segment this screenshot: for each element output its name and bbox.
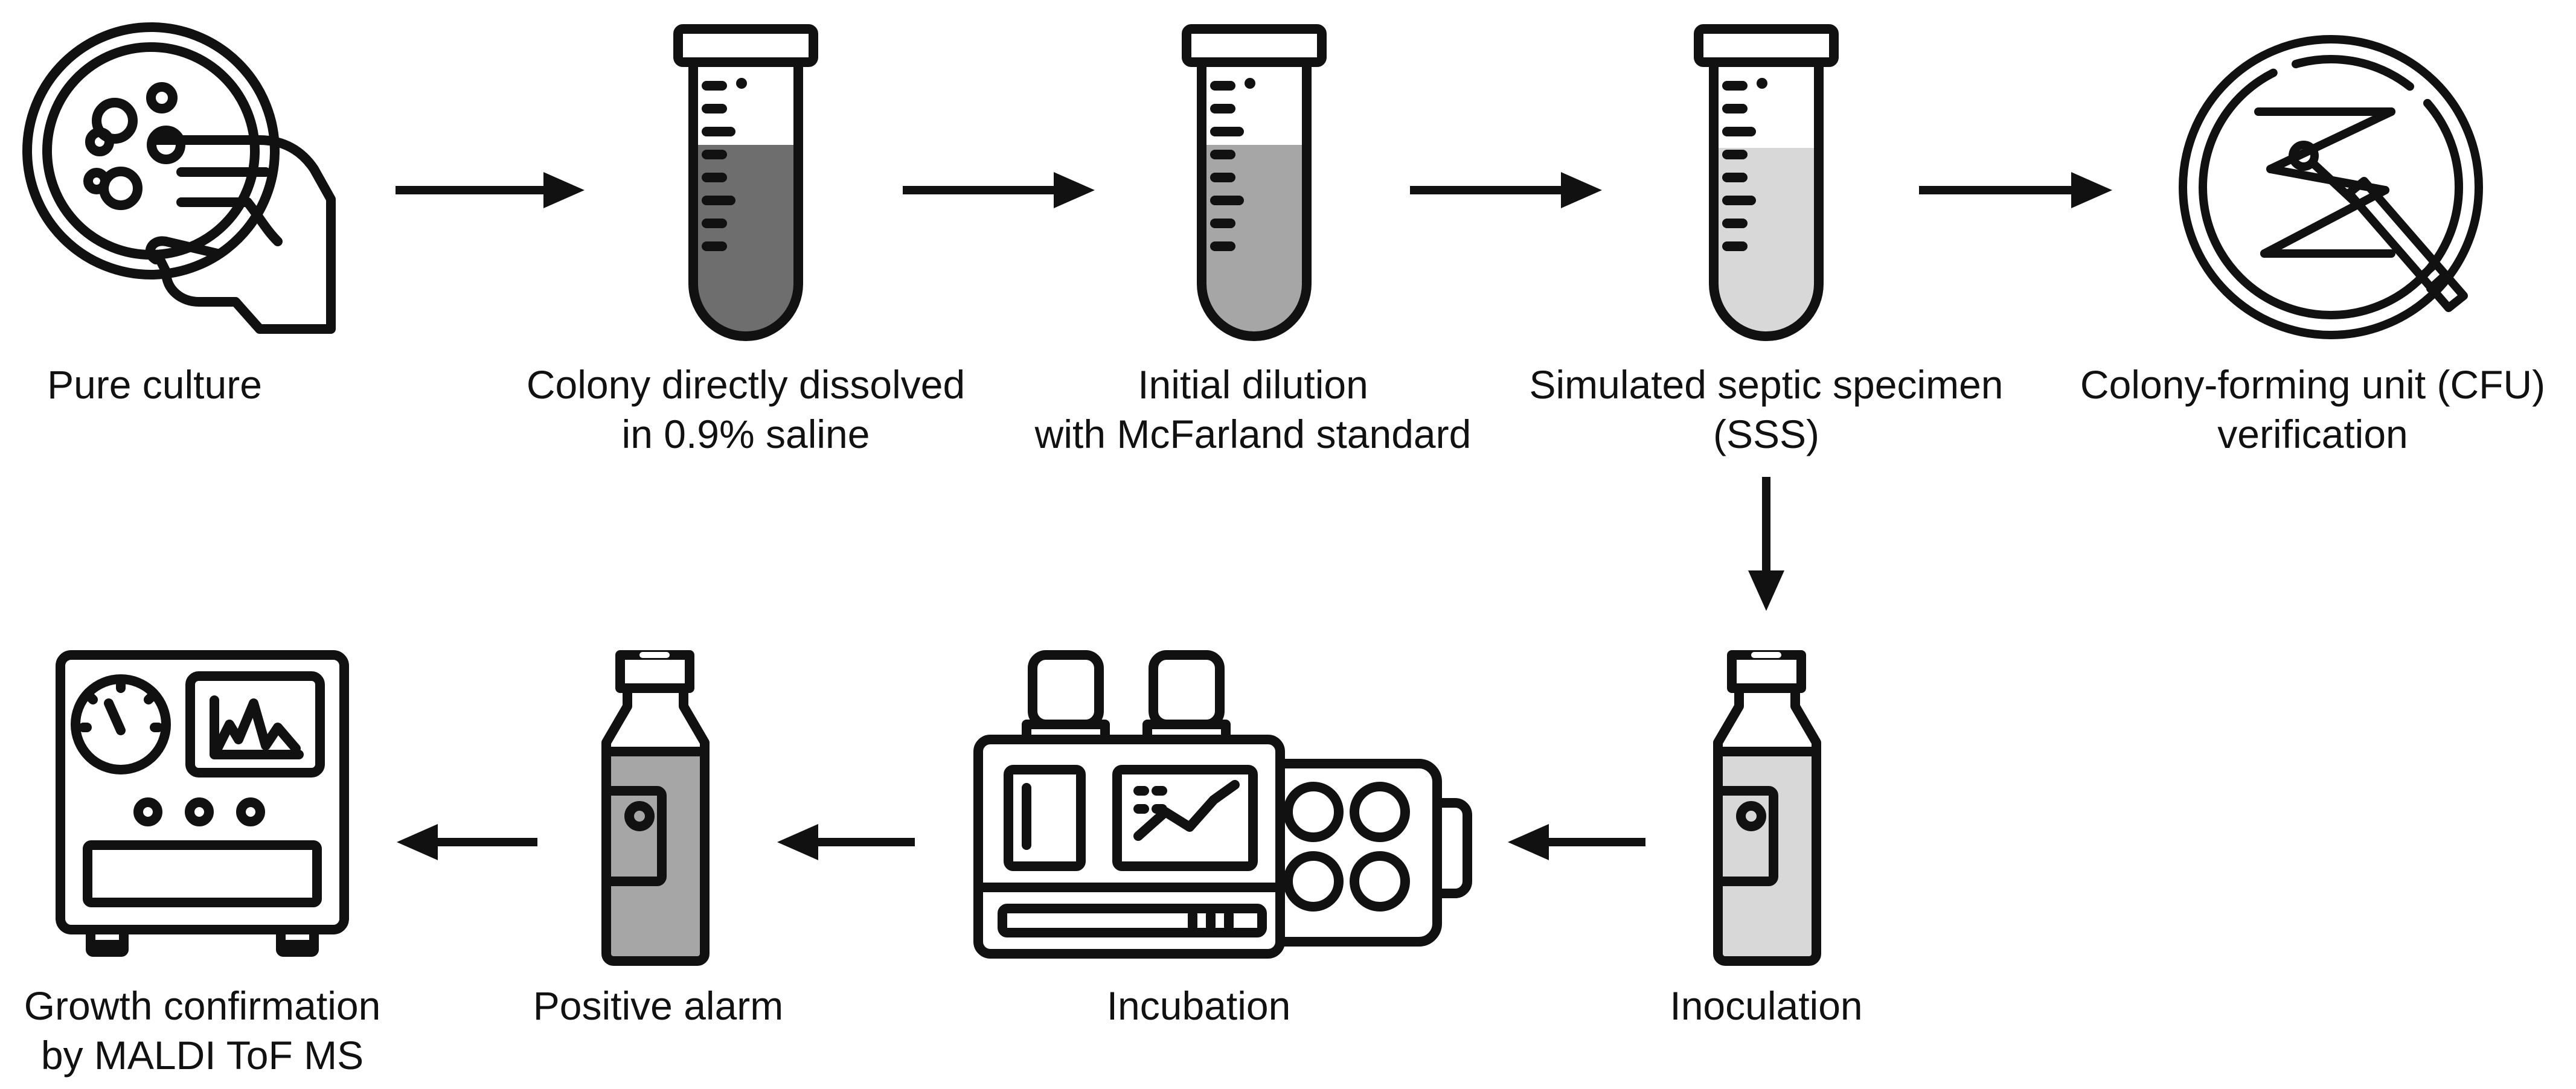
hand-holding-petri-dish-icon [22, 22, 336, 334]
arrow-simulated-specimen-to-cfu-verification [1919, 172, 2112, 208]
blood-culture-bottle-dark-icon [601, 650, 710, 966]
arrow-colony-dissolved-to-initial-dilution [903, 172, 1095, 208]
test-tube-dark-icon [673, 24, 818, 341]
flow-arrows [396, 172, 2112, 860]
test-tube-medium-icon [1182, 24, 1327, 341]
label-incubation: Incubation [1106, 983, 1291, 1028]
mass-spectrometer-icon [56, 650, 349, 957]
label-colony-dissolved: Colony directly dissolved in 0.9% saline [526, 362, 966, 456]
label-simulated-specimen: Simulated septic specimen (SSS) [1529, 362, 2004, 456]
arrow-initial-dilution-to-simulated-specimen [1410, 172, 1602, 208]
label-positive-alarm: Positive alarm [533, 983, 784, 1028]
arrow-positive-alarm-to-growth-confirmation [397, 824, 537, 860]
label-cfu-verification: Colony-forming unit (CFU) verification [2080, 362, 2546, 456]
test-tube-light-icon [1694, 24, 1839, 341]
streaked-agar-plate-icon [2179, 35, 2483, 339]
arrow-incubation-to-positive-alarm [777, 824, 915, 860]
arrow-simulated-specimen-to-inoculation [1748, 477, 1784, 611]
incubator-machine-icon [973, 650, 1472, 959]
arrow-pure-culture-to-colony-dissolved [396, 172, 585, 208]
label-growth-confirmation: Growth confirmation by MALDI ToF MS [24, 983, 381, 1078]
arrow-inoculation-to-incubation [1508, 824, 1645, 860]
label-initial-dilution: Initial dilution with McFarland standard [1034, 362, 1472, 456]
label-pure-culture: Pure culture [47, 362, 262, 407]
label-inoculation: Inoculation [1670, 983, 1863, 1028]
blood-culture-bottle-light-icon [1713, 650, 1821, 966]
